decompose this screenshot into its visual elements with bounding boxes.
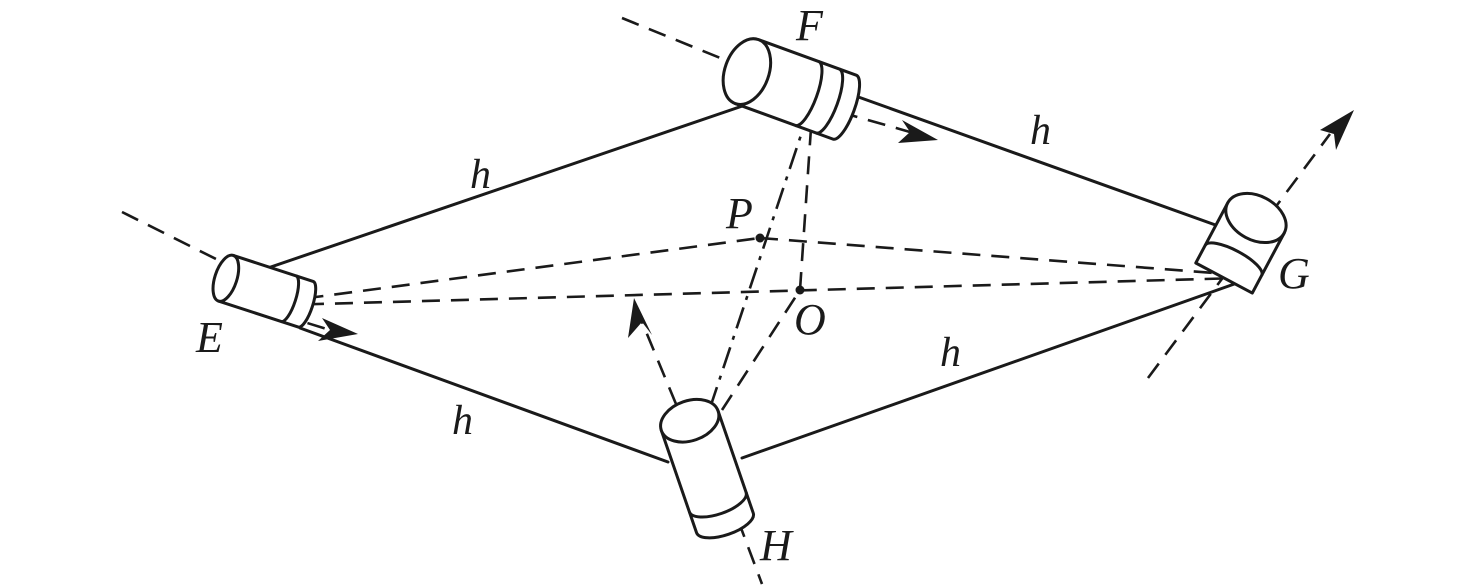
edge-e-h bbox=[298, 326, 670, 464]
line-p-g bbox=[759, 236, 1241, 277]
satellite-h bbox=[659, 397, 755, 540]
velocity-arrow-h bbox=[628, 298, 678, 405]
label-e: E bbox=[195, 313, 223, 362]
axis-e bbox=[121, 210, 223, 264]
label-p: P bbox=[725, 189, 753, 238]
line-h-o bbox=[720, 289, 802, 411]
axis-h-lower bbox=[736, 519, 764, 585]
axis-f bbox=[621, 16, 741, 68]
satellite-f bbox=[721, 37, 862, 141]
point-o bbox=[795, 285, 805, 295]
line-e-o-g bbox=[247, 276, 1241, 308]
edge-f-g bbox=[848, 92, 1237, 234]
label-h: H bbox=[759, 521, 794, 570]
velocity-arrow-f bbox=[839, 110, 938, 143]
label-o: O bbox=[794, 295, 826, 344]
label-g: G bbox=[1278, 249, 1310, 298]
edge-label-e-f: h bbox=[470, 152, 491, 198]
edge-e-f bbox=[260, 98, 762, 272]
line-h-p-f bbox=[708, 83, 820, 409]
edge-g-h bbox=[740, 280, 1242, 460]
edge-label-g-h: h bbox=[940, 330, 961, 376]
label-f: F bbox=[795, 1, 824, 50]
velocity-arrow-g bbox=[1320, 110, 1354, 150]
edge-label-e-h: h bbox=[452, 398, 473, 444]
point-p bbox=[755, 233, 765, 243]
satellite-e bbox=[211, 253, 318, 329]
line-o-f bbox=[798, 83, 816, 291]
satellite-g bbox=[1194, 191, 1288, 295]
edge-label-f-g: h bbox=[1030, 108, 1051, 154]
